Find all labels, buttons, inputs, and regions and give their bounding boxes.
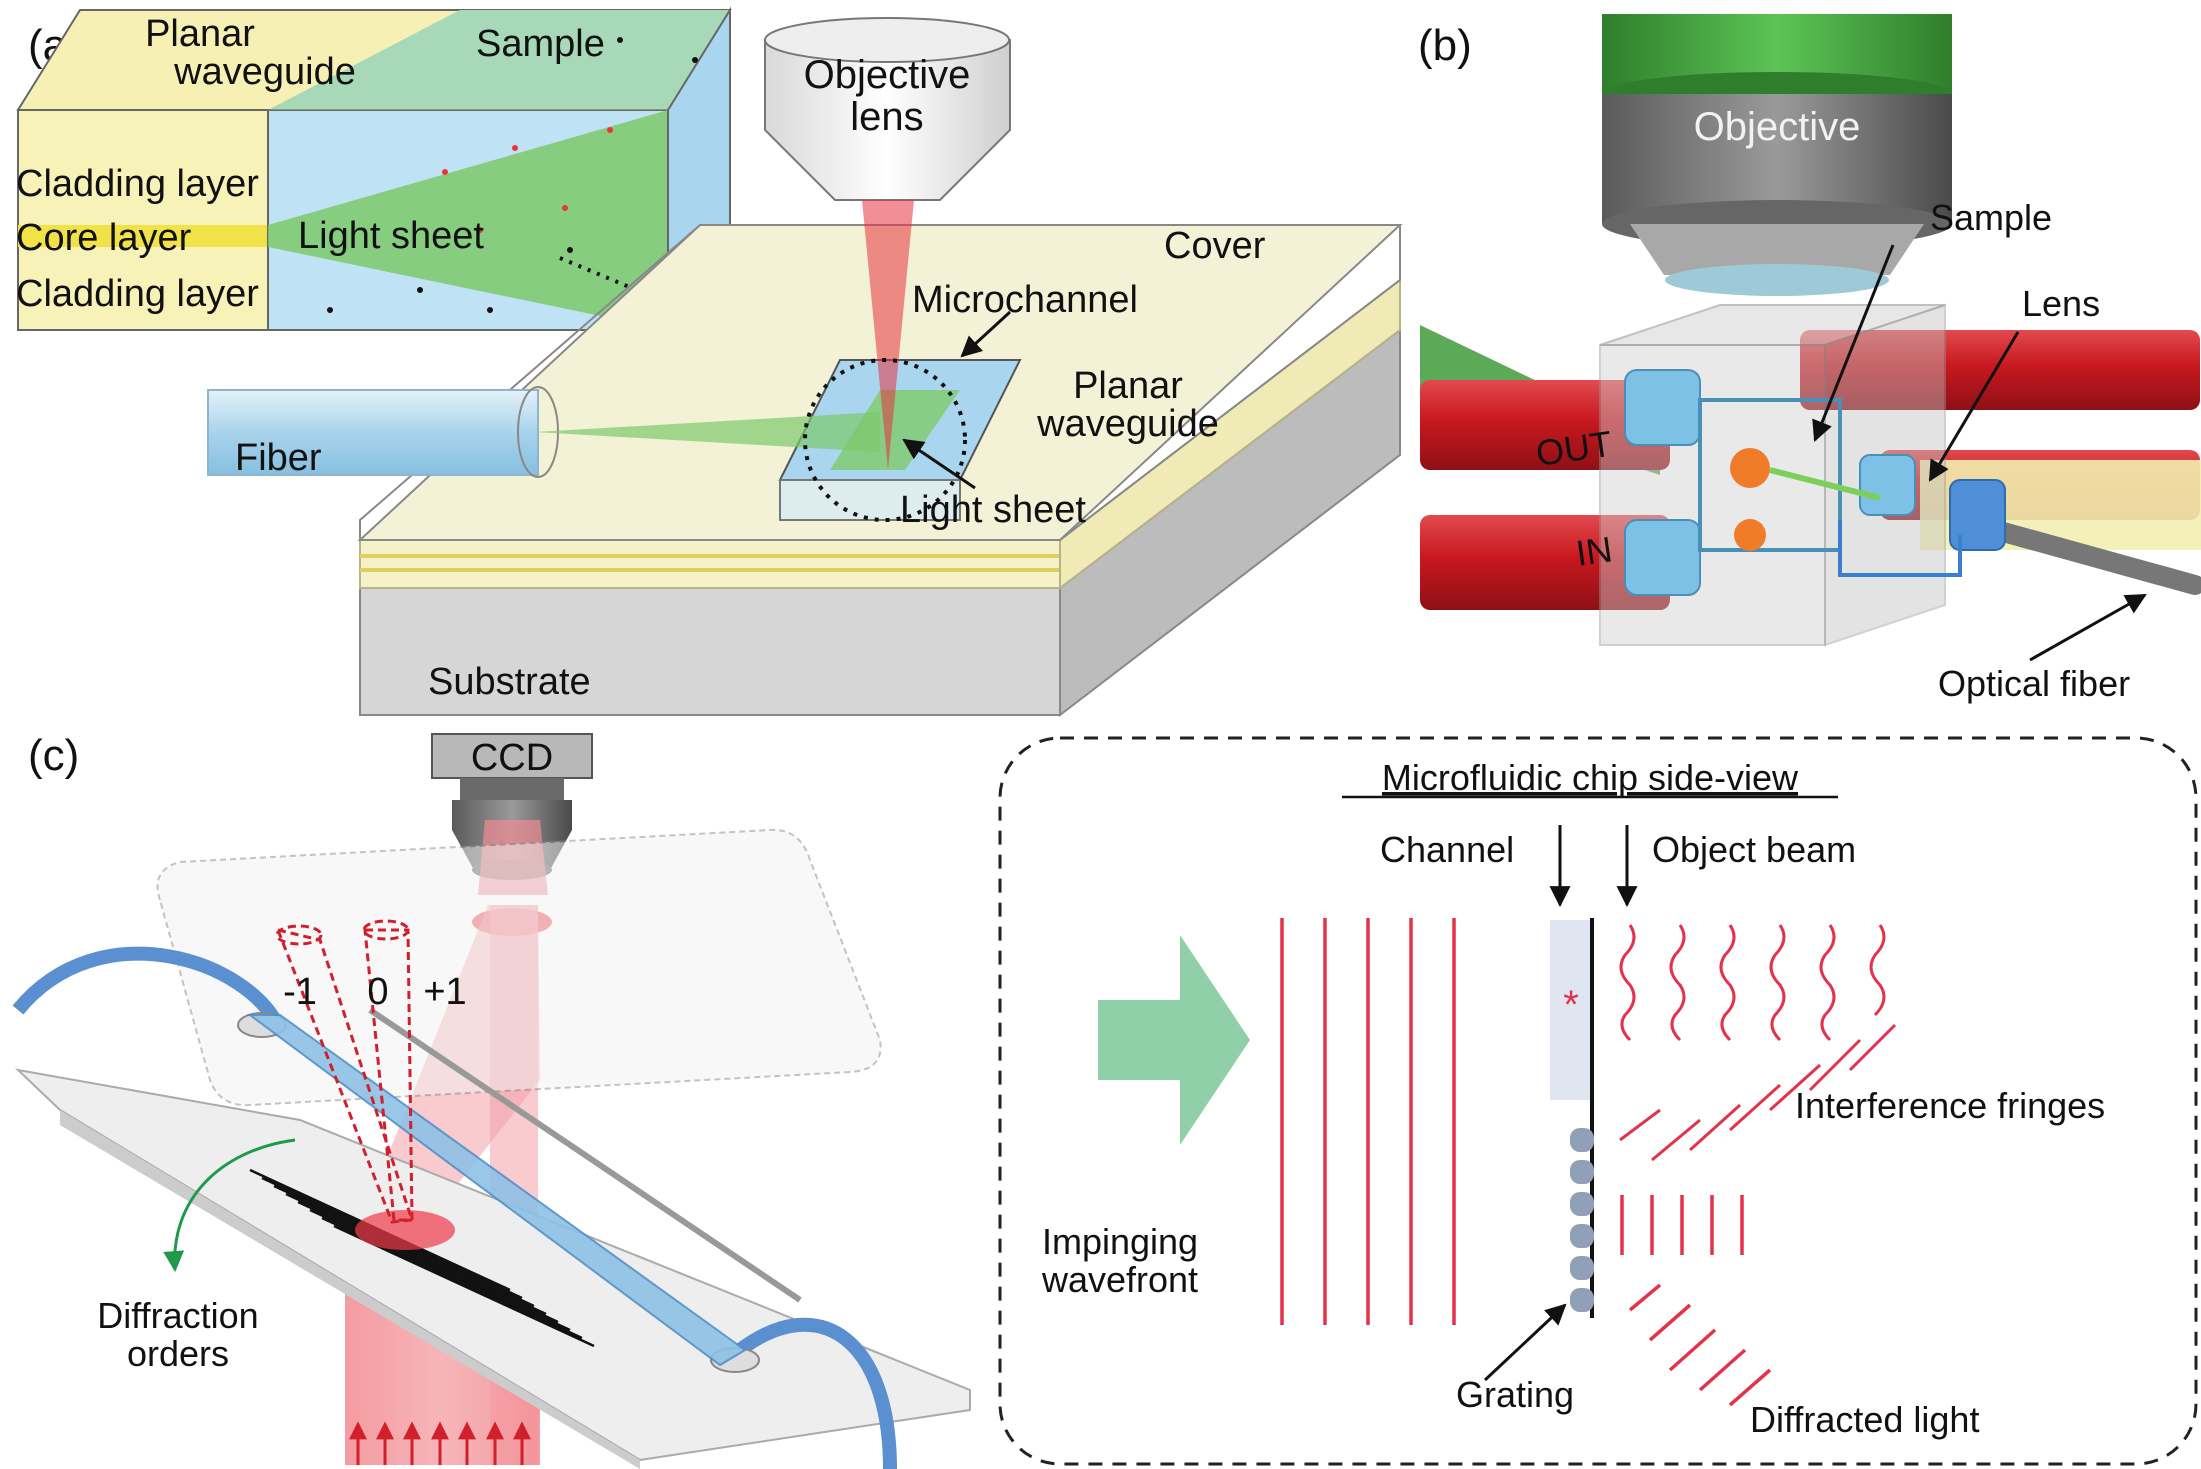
side-view-frame: [998, 736, 2198, 1466]
grating-pointer: [1483, 1303, 1567, 1382]
inlet-tube: [12, 946, 287, 1034]
optical-fiber-label: Optical fiber: [1938, 663, 2130, 704]
chip-edge: [60, 1110, 640, 1469]
inset-planar-label-1: Planar: [145, 13, 255, 55]
substrate-label: Substrate: [428, 661, 591, 703]
lens-b-label: Lens: [2022, 283, 2100, 324]
order-zero-label: 0: [367, 971, 388, 1013]
diffraction-orders-label-2: orders: [127, 1333, 229, 1374]
optical-fiber-pointer: [2029, 593, 2147, 662]
inset-sample-label: Sample: [476, 23, 605, 65]
grating-bumps: [1570, 1128, 1594, 1312]
inset-core-label: Core layer: [16, 217, 192, 259]
grating-label: Grating: [1456, 1374, 1574, 1415]
panel-c-letter: (c): [28, 731, 79, 780]
zero-order-lines: [1620, 1195, 1744, 1255]
object-beam-label: Object beam: [1652, 829, 1856, 870]
lens-pointer: [1928, 331, 2020, 482]
objective-lens-a: [764, 17, 1011, 201]
inset-light-sheet-label: Light sheet: [298, 215, 484, 257]
planar-waveguide-label-2: waveguide: [1036, 403, 1219, 445]
order-minus-one-label: -1: [283, 971, 317, 1013]
inset-planar-label-2: waveguide: [173, 51, 356, 93]
interference-fringes: [1619, 924, 1886, 1042]
top-plane: [156, 828, 882, 1107]
objective-lens-label-2: lens: [850, 95, 923, 139]
panel-b: (b) Objective: [1418, 14, 2201, 704]
diffraction-cones: [275, 919, 415, 1224]
upper-diffracted-lines: [1619, 1023, 1897, 1162]
panel-a: (a) Plana: [16, 6, 1403, 718]
microfluidic-cube: [1599, 303, 2006, 647]
diffraction-orders-pointer: [163, 1138, 296, 1273]
channel-box: [1550, 920, 1592, 1100]
impinging-arrow: [1098, 935, 1250, 1145]
lower-diffracted-lines: [1628, 1283, 1772, 1407]
sample-pointer: [1812, 244, 1895, 442]
sample-dots-red: [442, 127, 613, 233]
inset-cladding-top-label: Cladding layer: [16, 163, 259, 205]
waveguide-chip: [207, 200, 1403, 718]
panel-c-side-view: Microfluidic chip side-view Channel Obje…: [998, 736, 2198, 1466]
sample-marker: *: [1563, 983, 1579, 1027]
illumination-arrows: [349, 1421, 531, 1465]
in-label: IN: [1573, 528, 1614, 574]
cover-label: Cover: [1164, 225, 1266, 267]
panel-b-letter: (b): [1418, 21, 1472, 70]
waveguide-inset-block: [16, 6, 732, 334]
order-plus-one-label: +1: [423, 971, 466, 1013]
inset-cladding-bottom-label: Cladding layer: [16, 273, 259, 315]
outlet-tube: [735, 1317, 897, 1469]
impinging-label-2: wavefront: [1041, 1259, 1198, 1300]
channel-label: Channel: [1380, 829, 1514, 870]
impinging-label-1: Impinging: [1042, 1221, 1198, 1262]
sample-b-label: Sample: [1930, 197, 2052, 238]
ccd-label: CCD: [471, 737, 553, 779]
objective-b: [1602, 14, 1952, 296]
planar-waveguide-label-1: Planar: [1073, 365, 1183, 407]
side-view-title: Microfluidic chip side-view: [1382, 757, 1799, 798]
objective-b-label: Objective: [1694, 105, 1861, 149]
microchannel-label: Microchannel: [912, 279, 1138, 321]
fiber-label: Fiber: [235, 437, 322, 479]
incident-wavefronts: [1280, 918, 1456, 1325]
tube-out: [1420, 330, 2200, 470]
light-sheet-label: Light sheet: [900, 489, 1086, 531]
interference-fringes-label: Interference fringes: [1795, 1085, 2105, 1126]
diffraction-orders-label-1: Diffraction: [97, 1295, 258, 1336]
objective-lens-label-1: Objective: [804, 53, 971, 97]
panel-c-left: (c) CCD: [12, 731, 971, 1469]
slide-rail: [368, 1007, 802, 1303]
diffracted-light-label: Diffracted light: [1750, 1399, 1979, 1440]
